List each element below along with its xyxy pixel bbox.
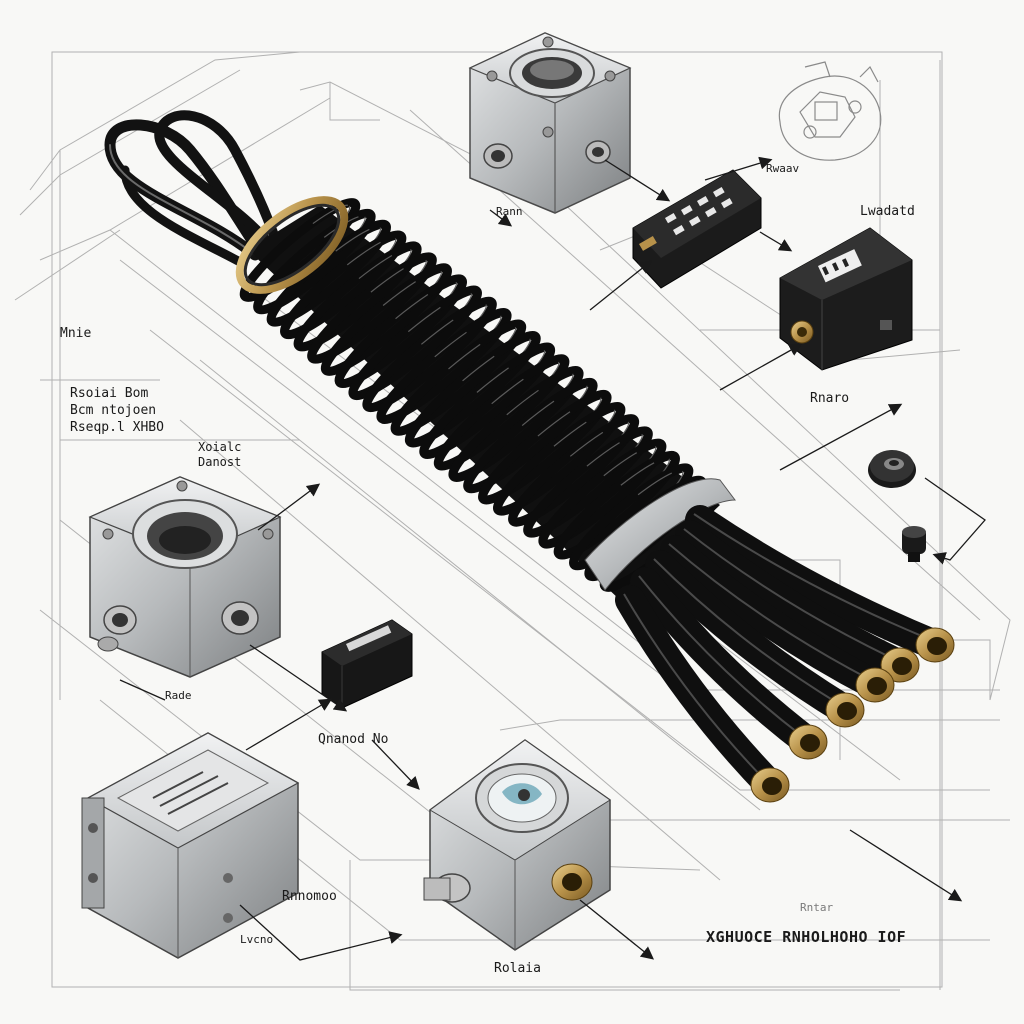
cable-coil-ring bbox=[362, 296, 497, 413]
cable-coil-ring bbox=[404, 330, 541, 448]
label-bottom-center: Rolaia bbox=[494, 961, 541, 976]
label-left-lower: Rade bbox=[165, 689, 192, 702]
cable-coil-ring bbox=[492, 401, 626, 516]
fuse-block-icon bbox=[321, 619, 413, 709]
ferrule-opening bbox=[762, 777, 782, 795]
cable-coil-highlight bbox=[558, 457, 670, 553]
cable-coil-ring bbox=[348, 285, 482, 401]
cable-coil-highlight bbox=[452, 372, 574, 475]
label-bottom-left-small: Lvcno bbox=[240, 933, 274, 946]
label-bottom-left-name: Rnnomoo bbox=[282, 889, 337, 904]
cable-coil-ring bbox=[463, 377, 598, 494]
cable-coil-ring bbox=[508, 414, 640, 527]
cable-coil-highlight bbox=[297, 247, 412, 345]
label-left-sub: Xoialc Danost bbox=[198, 440, 241, 470]
cable-coil-ring bbox=[307, 252, 437, 364]
label-right-mid: Rnaro bbox=[810, 391, 850, 406]
label-left-block-line: Rsoiai Bom bbox=[70, 386, 149, 401]
cable-coil-ring bbox=[478, 389, 612, 505]
label-center-lower: Qnanod No bbox=[318, 732, 389, 747]
leader-lines bbox=[119, 156, 986, 961]
cable-coil-ring bbox=[293, 241, 422, 352]
cable-coil-ring bbox=[390, 319, 527, 436]
label-left-mid: Mnie bbox=[60, 326, 92, 341]
cable-coil-highlight bbox=[409, 337, 531, 441]
label-left-sub-line: Danost bbox=[198, 455, 242, 469]
label-left-block-line: Rseqp.l XHBO bbox=[70, 420, 164, 435]
cable-coil-ring bbox=[334, 274, 468, 389]
cable-wire-highlight bbox=[683, 528, 895, 660]
label-bottom-right-small: Rntar bbox=[800, 901, 834, 914]
cable-coil-highlight bbox=[394, 326, 517, 429]
ferrule-opening bbox=[800, 734, 820, 752]
relay-module-icon bbox=[632, 169, 762, 289]
wire-loop-icon bbox=[104, 110, 280, 267]
gauge-box-icon bbox=[423, 739, 611, 951]
label-bottom-right-title: XGHUOCE RNHOLHOHO IOF bbox=[706, 928, 907, 946]
cable-wire bbox=[685, 505, 950, 660]
cable-coil-highlight bbox=[482, 396, 602, 498]
cable-coil-ring bbox=[553, 450, 680, 560]
label-top-right-small: Rwaav bbox=[766, 162, 800, 175]
ferrule-opening bbox=[867, 677, 887, 695]
cable-coil-highlight bbox=[423, 349, 546, 452]
sketch-gear-icon bbox=[778, 61, 882, 161]
cable-wire bbox=[675, 520, 915, 680]
cable-coil-ring bbox=[376, 308, 512, 424]
cable-wire-highlight bbox=[653, 558, 840, 705]
label-left-block: Rsoiai Bom Bcm ntojoen Rseqp.l XHBO bbox=[70, 385, 164, 436]
junction-box-icon bbox=[468, 32, 632, 214]
label-right-upper: Lwadatd bbox=[860, 204, 915, 219]
cable-coil-ring bbox=[253, 208, 376, 315]
cable-coil-highlight bbox=[257, 215, 366, 308]
cable-coil-highlight bbox=[380, 314, 502, 417]
ferrule-opening bbox=[837, 702, 857, 720]
cable-coil-highlight bbox=[270, 226, 382, 320]
cable-coil-ring bbox=[538, 438, 667, 549]
cable-coil-highlight bbox=[284, 237, 397, 332]
cable-wire-highlight bbox=[638, 575, 803, 737]
label-left-sub-line: Xoialc bbox=[198, 440, 242, 454]
cable-wire-highlight bbox=[668, 543, 870, 680]
cable-coil-ring bbox=[320, 263, 452, 376]
cable-coil-highlight bbox=[438, 360, 560, 464]
cable-coil-highlight bbox=[497, 408, 616, 509]
cable-coil-ring bbox=[523, 426, 653, 538]
ferrule-opening bbox=[927, 637, 947, 655]
cable-wire-highlight bbox=[693, 513, 930, 640]
cable-coil-ring bbox=[433, 354, 570, 471]
coiled-cable-icon bbox=[235, 196, 955, 803]
cable-coil-highlight bbox=[352, 292, 472, 394]
plug-icon bbox=[902, 526, 926, 562]
junction-box-icon bbox=[88, 476, 282, 678]
cable-coil-highlight bbox=[512, 420, 630, 520]
cable-coil-ring bbox=[239, 197, 361, 303]
connector-block-icon bbox=[779, 227, 913, 371]
terminal-box-icon bbox=[81, 732, 300, 959]
label-left-block-line: Bcm ntojoen bbox=[70, 403, 157, 418]
cable-coil-ring bbox=[419, 342, 556, 460]
cable-coil-highlight bbox=[467, 384, 588, 487]
cable-coil-ring bbox=[280, 230, 407, 340]
cable-wire-highlight bbox=[623, 593, 765, 780]
cable-coil-highlight bbox=[244, 204, 351, 295]
cable-coil-highlight bbox=[366, 303, 487, 405]
cable-coil-highlight bbox=[527, 432, 643, 531]
knob-icon bbox=[868, 450, 916, 488]
cable-coil-ring bbox=[448, 366, 584, 482]
cable-coil-highlight bbox=[573, 469, 684, 564]
ferrule-opening bbox=[892, 657, 912, 675]
label-top-center: Rann bbox=[496, 205, 523, 218]
cable-coil-highlight bbox=[542, 445, 657, 542]
